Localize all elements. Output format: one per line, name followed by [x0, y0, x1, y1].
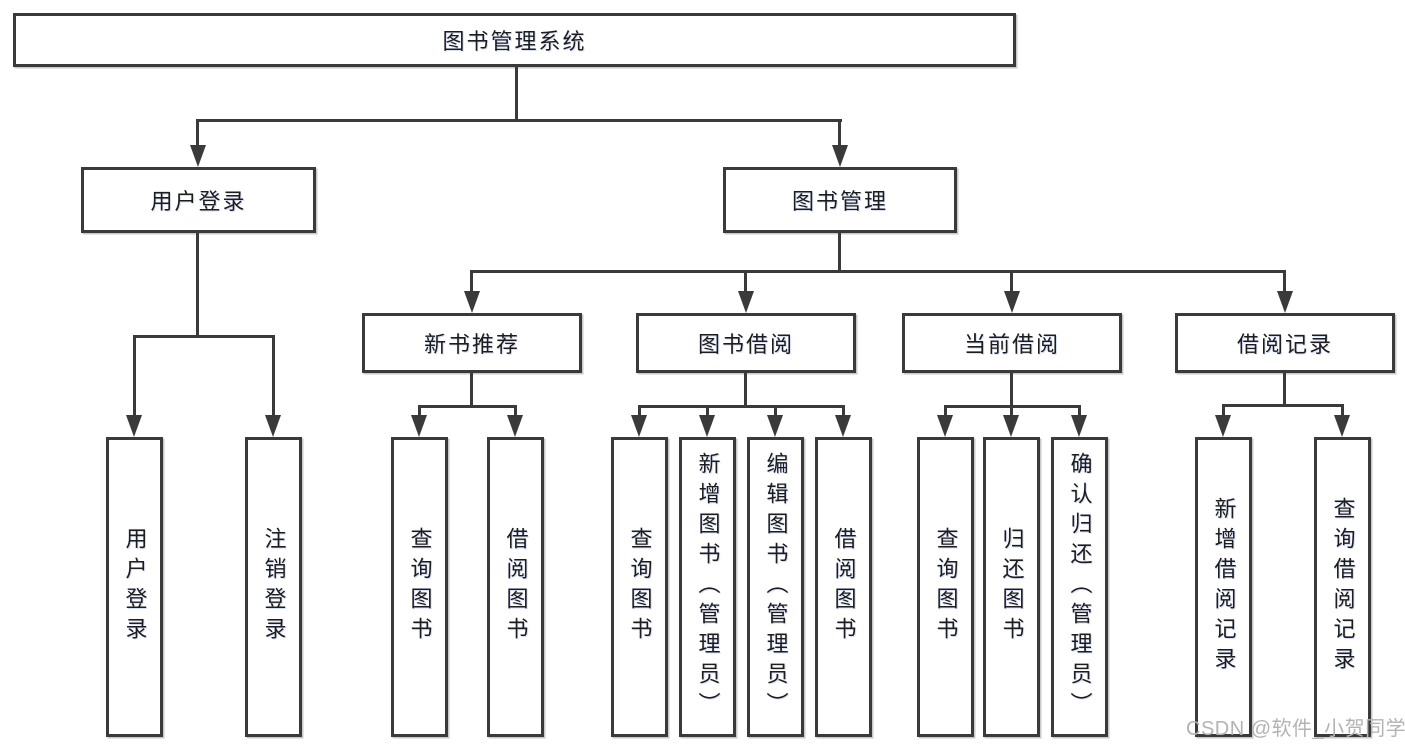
- connector-line: [774, 405, 777, 417]
- arrowhead-down-icon: [767, 415, 783, 437]
- connector-line: [1222, 404, 1344, 407]
- node-leaf-query-borrow-record: 查询借阅记录: [1314, 437, 1371, 737]
- arrowhead-down-icon: [1334, 415, 1350, 437]
- node-leaf-add-books-admin: 新增图书（管理员）: [679, 437, 736, 737]
- node-book-borrow: 图书借阅: [636, 313, 856, 373]
- node-label: 归还图书: [999, 527, 1025, 647]
- node-new-book-recommend: 新书推荐: [362, 313, 582, 373]
- arrowhead-down-icon: [1071, 415, 1087, 437]
- node-current-borrow: 当前借阅: [902, 313, 1122, 373]
- node-label: 新书推荐: [423, 332, 520, 357]
- arrowhead-down-icon: [126, 415, 142, 437]
- arrowhead-down-icon: [1004, 291, 1020, 313]
- node-label: 图书借阅: [697, 332, 794, 357]
- node-label: 新增图书（管理员）: [695, 452, 721, 722]
- arrowhead-down-icon: [699, 415, 715, 437]
- node-leaf-edit-books-admin: 编辑图书（管理员）: [747, 437, 804, 737]
- arrowhead-down-icon: [835, 415, 851, 437]
- connector-line: [744, 372, 747, 408]
- connector-line: [196, 233, 199, 338]
- node-label: 确认归还（管理员）: [1067, 452, 1093, 722]
- csdn-watermark: CSDN @软件_小贺同学: [1186, 718, 1405, 740]
- arrowhead-down-icon: [738, 291, 754, 313]
- node-leaf-logout: 注销登录: [245, 437, 302, 737]
- connector-line: [470, 270, 1286, 273]
- arrowhead-down-icon: [1215, 415, 1231, 437]
- connector-line: [1341, 404, 1344, 417]
- node-borrow-records: 借阅记录: [1175, 313, 1395, 373]
- node-label: 借阅记录: [1236, 332, 1333, 357]
- arrowhead-down-icon: [411, 415, 427, 437]
- connector-line: [838, 233, 841, 273]
- connector-line: [133, 335, 136, 417]
- arrowhead-down-icon: [1003, 415, 1019, 437]
- node-label: 图书管理: [791, 189, 888, 214]
- node-leaf-confirm-return-admin: 确认归还（管理员）: [1051, 437, 1108, 737]
- connector-line: [706, 405, 709, 417]
- connector-line: [1010, 372, 1013, 408]
- node-leaf-add-borrow-record: 新增借阅记录: [1195, 437, 1252, 737]
- connector-line: [418, 405, 421, 417]
- node-label: 新增借阅记录: [1211, 497, 1237, 677]
- node-leaf-query-books: 查询图书: [391, 437, 448, 737]
- node-user-login: 用户登录: [81, 167, 316, 233]
- arrowhead-down-icon: [1277, 291, 1293, 313]
- connector-line: [1010, 405, 1013, 417]
- connector-line: [197, 119, 842, 122]
- connector-line: [272, 335, 275, 417]
- connector-line: [1222, 404, 1225, 417]
- node-book-management: 图书管理: [723, 167, 957, 233]
- node-label: 查询图书: [627, 527, 653, 647]
- connector-line: [744, 270, 747, 293]
- node-label: 用户登录: [122, 527, 148, 647]
- connector-line: [418, 405, 517, 408]
- arrowhead-down-icon: [265, 415, 281, 437]
- arrowhead-down-icon: [832, 145, 848, 167]
- arrowhead-down-icon: [507, 415, 523, 437]
- node-leaf-query-books: 查询图书: [917, 437, 974, 737]
- node-label: 图书管理系统: [442, 29, 587, 54]
- node-leaf-user-login: 用户登录: [106, 437, 163, 737]
- connector-line: [470, 372, 473, 408]
- connector-line: [944, 405, 947, 417]
- node-label: 借阅图书: [831, 527, 857, 647]
- node-label: 用户登录: [150, 189, 247, 214]
- connector-line: [638, 405, 845, 408]
- connector-line: [133, 335, 275, 338]
- node-label: 当前借阅: [963, 332, 1060, 357]
- arrowhead-down-icon: [937, 415, 953, 437]
- connector-line: [838, 119, 841, 149]
- connector-line: [842, 405, 845, 417]
- node-leaf-borrow-books: 借阅图书: [487, 437, 544, 737]
- connector-line: [1283, 270, 1286, 293]
- arrowhead-down-icon: [631, 415, 647, 437]
- node-label: 查询图书: [933, 527, 959, 647]
- node-label: 查询图书: [407, 527, 433, 647]
- connector-line: [515, 66, 518, 121]
- arrowhead-down-icon: [464, 291, 480, 313]
- node-leaf-return-books: 归还图书: [983, 437, 1040, 737]
- node-label: 注销登录: [261, 527, 287, 647]
- connector-line: [514, 405, 517, 417]
- node-leaf-borrow-books: 借阅图书: [815, 437, 872, 737]
- node-label: 查询借阅记录: [1330, 497, 1356, 677]
- connector-line: [1078, 405, 1081, 417]
- node-leaf-query-books: 查询图书: [611, 437, 668, 737]
- connector-line: [196, 119, 199, 149]
- node-label: 编辑图书（管理员）: [763, 452, 789, 722]
- node-label: 借阅图书: [503, 527, 529, 647]
- arrowhead-down-icon: [190, 145, 206, 167]
- connector-line: [638, 405, 641, 417]
- connector-line: [1010, 270, 1013, 293]
- connector-line: [470, 270, 473, 293]
- connector-line: [1283, 372, 1286, 407]
- node-root-library-system: 图书管理系统: [13, 13, 1016, 67]
